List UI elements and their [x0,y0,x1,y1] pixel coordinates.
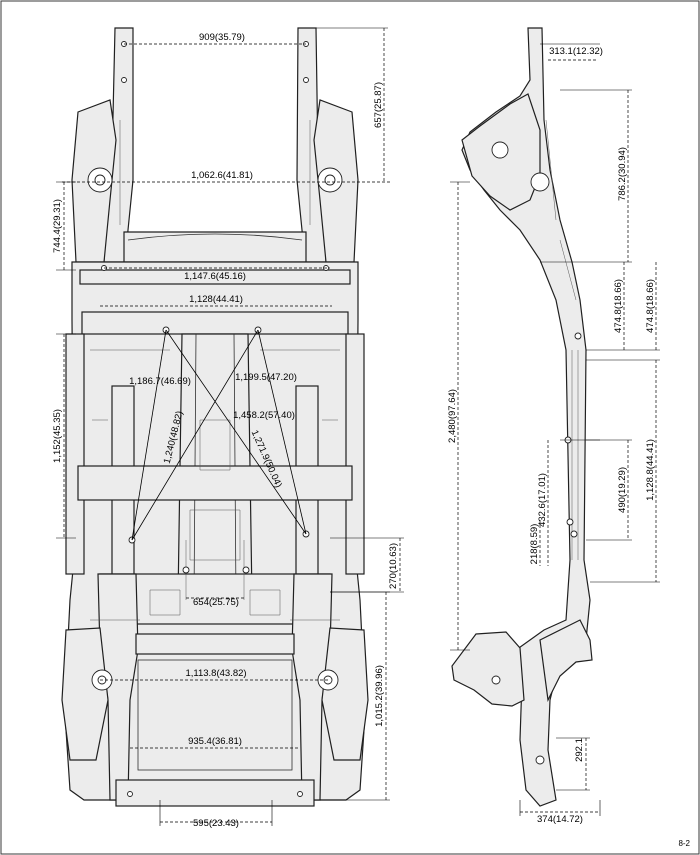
rear-seat-crossmember [99,573,331,625]
label-909: 909(35.79) [199,32,245,43]
label-1152: 1,152(45.35) [52,409,63,463]
side-rear-upper [539,619,593,703]
side-rear-kickup [451,631,525,707]
label-474-outer: 474.8(18.66) [645,279,656,333]
rear-right-wheelhouse [321,627,369,761]
label-313: 313.1(12.32) [549,46,603,57]
label-1147: 1,147.6(45.16) [184,271,246,282]
label-432: 432.6(17.01) [537,473,548,527]
label-1062: 1,062.6(41.81) [191,170,253,181]
label-474-inner: 474.8(18.66) [613,279,624,333]
label-654: 654(25.75) [193,597,239,608]
rear-left-wheelhouse [61,627,109,761]
label-218: 218(8.59) [529,524,540,565]
label-1458: 1,458.2(57.40) [233,410,295,421]
label-935: 935.4(36.81) [188,736,242,747]
label-1015: 1,015.2(39.96) [374,665,385,727]
label-744: 744.4(29.31) [52,199,63,253]
label-1186: 1,186.7(46.69) [129,376,191,387]
label-1199: 1,199.5(47.20) [235,372,297,383]
rear-crossmember [135,633,295,655]
rear-panel [115,779,315,807]
label-270: 270(10.63) [388,543,399,589]
label-2480: 2,480(97.64) [447,389,458,443]
label-374: 374(14.72) [537,814,583,825]
front-floor-crossmember [81,311,349,335]
label-292: 292.1 [574,738,585,762]
label-1128-side: 1,128.8(44.41) [645,439,656,501]
side-profile-view [451,27,593,807]
side-rail-profile [461,27,591,807]
locating-holes [101,41,329,797]
dash-crossmember [123,231,307,263]
underbody-plan-view [61,27,369,807]
trunk-floor [137,659,293,771]
plan-dimension-lines [56,27,404,826]
side-strut-mount [530,172,550,192]
right-side-sill [345,333,365,575]
plan-dimension-labels: 909(35.79) 657(25.87) 1,062.6(41.81) 744… [52,32,399,829]
label-595: 595(23.43) [193,818,239,829]
side-dimension-labels: 313.1(12.32) 786.2(30.94) 474.8(18.66) 4… [447,46,656,825]
page-number: 8-2 [678,839,690,848]
label-1128: 1,128(44.41) [189,294,243,305]
label-490: 490(19.29) [617,467,628,513]
label-786: 786.2(30.94) [617,147,628,201]
toe-board [79,269,351,285]
label-1113: 1,113.8(43.82) [185,668,246,679]
mid-crossmember [77,465,353,501]
side-dimension-lines [450,43,660,816]
label-657: 657(25.87) [373,82,384,128]
